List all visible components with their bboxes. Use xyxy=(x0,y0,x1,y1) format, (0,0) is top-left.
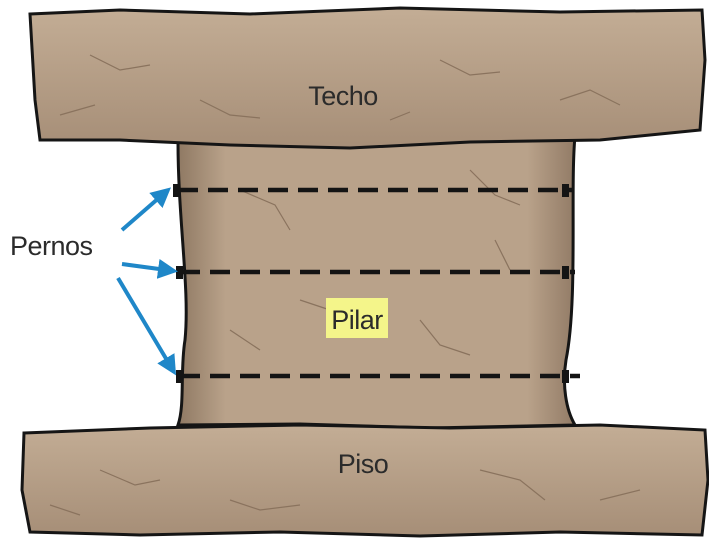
roof-rock xyxy=(28,6,707,150)
pillar-rock xyxy=(175,134,578,430)
bolt-top-plate-left xyxy=(173,184,180,197)
floor-label: Piso xyxy=(338,449,389,479)
bolt-bottom-plate-right xyxy=(562,370,569,383)
pillar-label: Pilar xyxy=(331,305,383,335)
arrow-to-bottom-bolt xyxy=(116,276,177,376)
floor-rock xyxy=(20,423,709,538)
bolts xyxy=(173,184,580,383)
arrow-to-middle-bolt xyxy=(121,258,178,279)
bolts-label: Pernos xyxy=(10,231,93,261)
bolt-bottom-plate-left xyxy=(176,370,183,383)
bolt-middle-plate-left xyxy=(176,266,183,279)
bolt-top-plate-right xyxy=(562,184,569,197)
bolt-arrows xyxy=(116,187,178,376)
roof-label: Techo xyxy=(308,81,378,111)
arrow-to-top-bolt xyxy=(120,187,172,232)
bolt-middle-plate-right xyxy=(562,266,569,279)
pillar-label-highlight xyxy=(326,298,388,338)
